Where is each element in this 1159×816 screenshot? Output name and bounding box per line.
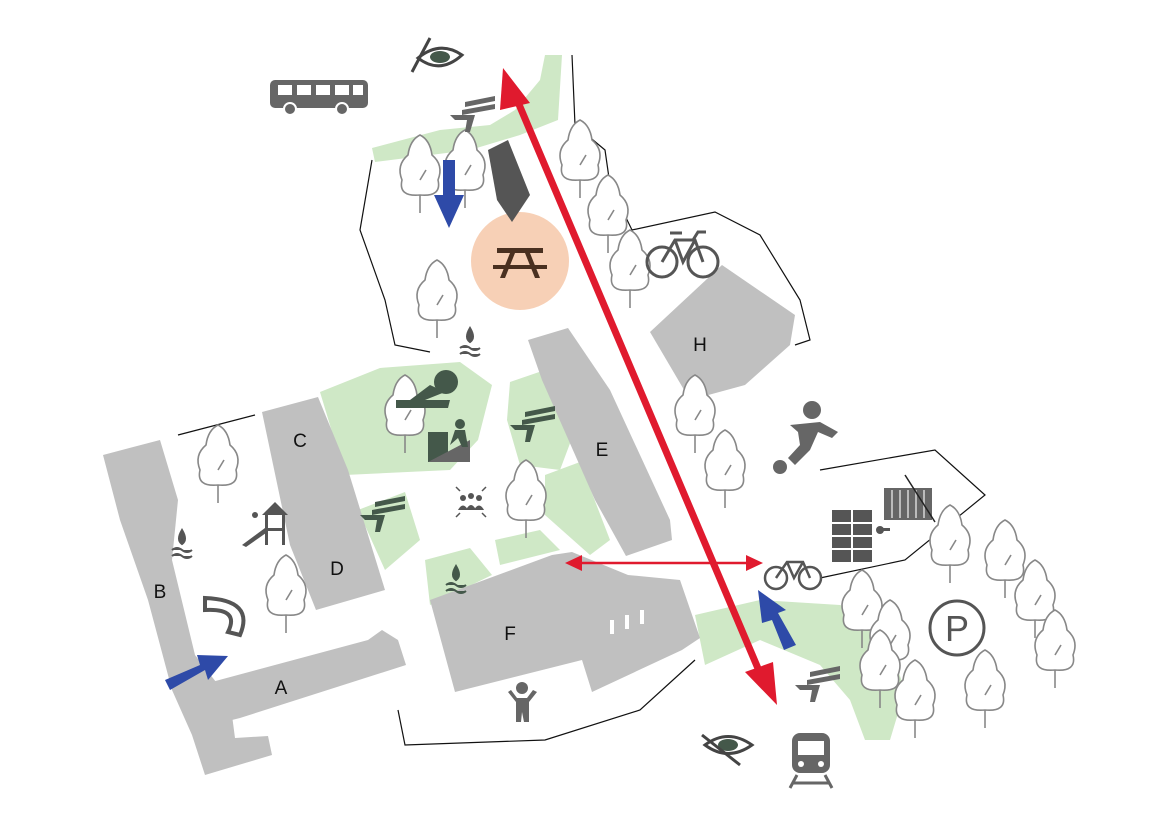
no-view-icon [701, 733, 755, 767]
building-label-h: H [693, 335, 707, 356]
tree-icon [964, 649, 1006, 728]
parking-label: P [945, 608, 969, 649]
entrance-arrow [165, 655, 228, 690]
gathering-icon [455, 486, 487, 518]
bicycle-icon [645, 230, 720, 279]
shelter-building [488, 140, 530, 222]
bench-icon [795, 666, 840, 702]
tree-icon [1014, 559, 1056, 638]
tree-icon [859, 629, 901, 708]
building-f-windows [610, 610, 644, 634]
picnic-area [471, 212, 569, 310]
bench-icon [510, 406, 555, 442]
building-a [182, 630, 406, 728]
water-icon [445, 564, 467, 594]
building-label-b: B [154, 582, 167, 603]
tree-icon [609, 229, 651, 308]
football-icon [773, 401, 838, 474]
buildings [103, 140, 795, 775]
tree-icon [265, 554, 307, 633]
building-e [528, 328, 672, 556]
building-h [650, 265, 795, 400]
tree-icon [984, 519, 1026, 598]
tree-icon [841, 569, 883, 648]
trees [197, 119, 1076, 738]
building-cd [262, 397, 385, 610]
bicycle-icon [763, 560, 823, 591]
building-label-a: A [275, 678, 288, 699]
container-icon [884, 474, 936, 523]
tree-icon [929, 504, 971, 583]
tree-icon [444, 129, 486, 208]
tree-icon [587, 174, 629, 253]
tree-icon [674, 374, 716, 453]
train-icon [788, 733, 834, 789]
building-label-c: C [293, 431, 307, 452]
no-view-icon [410, 37, 465, 73]
water-icon [171, 528, 193, 559]
tree-icon [505, 459, 547, 538]
lockers-icon [832, 510, 890, 562]
entrance-arrow [758, 590, 796, 650]
tree-icon [894, 659, 936, 738]
building-label-e: E [596, 440, 609, 461]
water-icon [459, 326, 481, 357]
entrance-arrow [434, 160, 464, 228]
main-route-arrow [500, 68, 777, 705]
tree-icon [1034, 609, 1076, 688]
tree-icon [416, 259, 458, 338]
building-f [430, 552, 700, 692]
lounger-icon [396, 370, 458, 408]
tree-icon [399, 134, 441, 213]
bench-icon [360, 496, 405, 532]
building-label-d: D [330, 559, 344, 580]
child-icon [508, 682, 537, 722]
tree-icon [559, 119, 601, 198]
building-label-f: F [504, 624, 516, 645]
tree-icon [197, 424, 239, 503]
bus-icon [270, 80, 368, 116]
building-b [103, 440, 272, 775]
bench-icon [450, 96, 495, 132]
slide-icon [203, 595, 246, 638]
sitting-person-icon [428, 419, 470, 462]
tree-icon [704, 429, 746, 508]
cross-route-arrow [565, 555, 763, 571]
parking-icon: P [928, 599, 986, 657]
picnic-table-icon [493, 248, 547, 278]
playground-icon [242, 502, 288, 547]
